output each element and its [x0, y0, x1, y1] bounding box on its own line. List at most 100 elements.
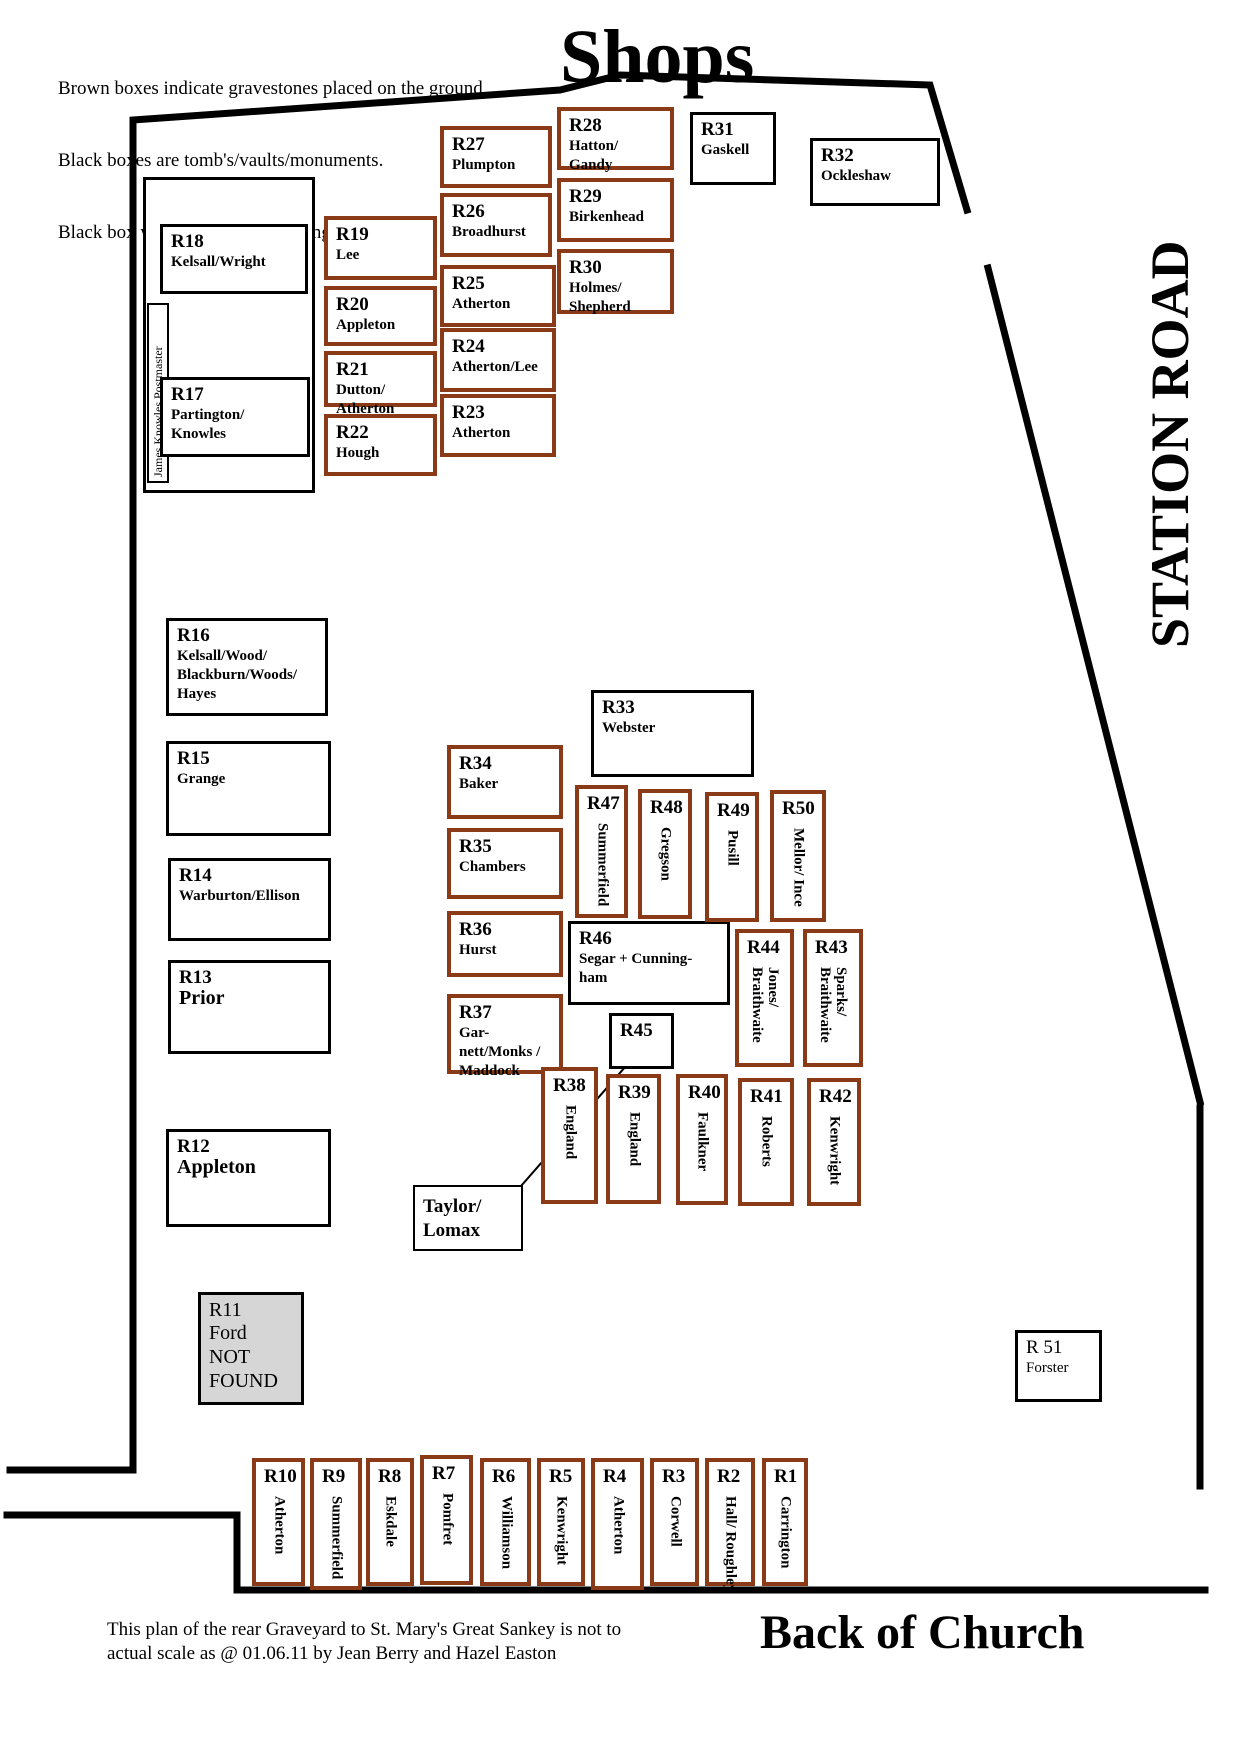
plot-r26-name: Broadhurst: [452, 224, 526, 240]
plot-r24-name: Atherton/Lee: [452, 359, 538, 375]
footnote: This plan of the rear Graveyard to St. M…: [107, 1619, 622, 1664]
plot-r42-name: Kenwright: [826, 1116, 843, 1186]
plot-r9-name: Summerfield: [328, 1496, 345, 1580]
plot-r36-id: R36: [459, 919, 492, 940]
plot-r49-name: Pusill: [724, 830, 741, 866]
plot-r8-id: R8: [378, 1466, 402, 1487]
plot-r6-name: Williamson: [498, 1496, 514, 1570]
taylor-lomax-label: Taylor/ Lomax: [423, 1196, 482, 1241]
plot-r40-id: R40: [688, 1082, 721, 1103]
plot-r5-id: R5: [549, 1466, 573, 1487]
plot-r37-id: R37: [459, 1002, 492, 1023]
plot-r45[interactable]: R45: [609, 1013, 674, 1069]
plot-r12-name: Appleton: [177, 1156, 256, 1178]
plot-r7-name: Pomfret: [439, 1493, 455, 1546]
plot-taylor-lomax[interactable]: Taylor/ Lomax: [413, 1185, 523, 1251]
plot-r7-id: R7: [432, 1463, 456, 1484]
plot-r43-name: Sparks/ Braithwaite: [817, 967, 849, 1043]
plot-r38-name: England: [562, 1105, 578, 1160]
plot-r41-name: Roberts: [758, 1116, 775, 1167]
plot-r30-name: Holmes/ Shepherd: [569, 280, 631, 315]
plot-r10-id: R10: [264, 1466, 297, 1487]
plot-r16-id: R16: [177, 625, 210, 646]
plot-r13-name: Prior: [179, 987, 225, 1009]
boundary-wall-east: [983, 263, 1205, 1107]
plot-r23-name: Atherton: [452, 425, 511, 441]
plot-r15-id: R15: [177, 748, 210, 769]
plot-r49-id: R49: [717, 800, 750, 821]
plot-r10-name: Atherton: [271, 1496, 287, 1555]
plot-r9-id: R9: [322, 1466, 346, 1487]
plot-r34-name: Baker: [459, 776, 499, 792]
plot-r42-id: R42: [819, 1086, 852, 1107]
plot-r38-id: R38: [553, 1075, 586, 1096]
plot-r17-id: R17: [171, 384, 204, 405]
shops-label: Shops: [560, 15, 755, 99]
plot-r48-id: R48: [650, 797, 683, 818]
plot-r19-name: Lee: [336, 247, 360, 263]
legend-brown: Brown boxes indicate gravestones placed …: [58, 78, 483, 99]
station-road-label: STATION ROAD: [1140, 240, 1200, 648]
plot-r26-id: R26: [452, 201, 485, 222]
plot-r14-name: Warburton/Ellison: [179, 888, 300, 904]
plot-r17-name: Partington/ Knowles: [171, 407, 245, 442]
plot-r50-id: R50: [782, 798, 815, 819]
plot-r29-name: Birkenhead: [569, 209, 645, 225]
plot-r44-id: R44: [747, 937, 780, 958]
plot-r13-id: R13: [179, 967, 212, 988]
church-wall: [3, 1511, 1209, 1594]
plot-r4-name: Atherton: [610, 1496, 626, 1555]
plot-r43-id: R43: [815, 937, 848, 958]
